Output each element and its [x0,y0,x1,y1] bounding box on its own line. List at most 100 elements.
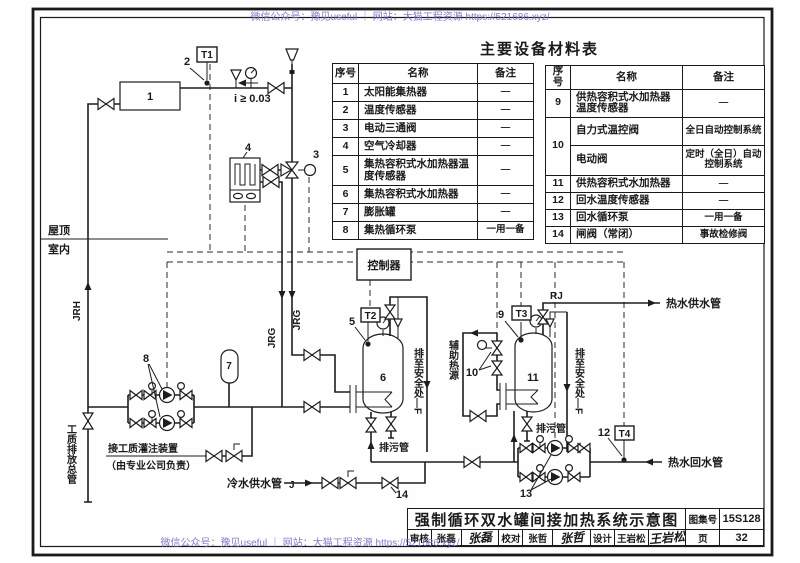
air-cooler [229,151,261,203]
pipe-tag-j: J [289,480,295,491]
sensor-box-t3 [511,305,532,321]
control-wiring [166,64,625,443]
valve [261,163,279,177]
aux-heat-label: 辅助热源 [447,339,459,381]
check-name: 张哲 [523,530,554,545]
cold-water-line [284,462,426,494]
component-number-2: 2 [184,56,190,68]
flow-arrow-down [288,291,296,299]
sensor-box-t1 [196,46,218,63]
atlas-number-value: 15S128 [720,509,763,530]
blowdown-left-label: 排污管 [379,441,409,454]
tank-11-supply-heater [499,299,660,462]
gate-valve-14 [381,476,399,490]
equipment-table-title: 主要设备材料表 [480,41,600,58]
blowdown-right-label: 排污管 [536,422,566,435]
expansion-tank [220,349,239,384]
pipe-tag-rj: RJ [550,291,563,302]
return-pump-group [517,435,591,491]
component-number-1: 1 [147,91,153,103]
valve [205,449,223,463]
component-number-5: 5 [349,316,355,328]
valve [303,348,321,362]
pipe-tag-jrh: JRH [72,301,83,321]
sensor-tag-t3: T3 [516,309,528,320]
indoor-label: 室内 [48,242,70,256]
atlas-number-label: 图集号 [686,509,721,530]
watermark-top: 微信公众号：豫见useful ｜ 网站：大猫工程资源 https://52168… [250,12,550,23]
fill-note-line2: （由专业公司负责） [106,459,196,472]
component-number-14: 14 [396,489,409,501]
valve [262,175,280,189]
check-valve [339,470,357,490]
component-number-13: 13 [520,488,532,500]
signature: 王岩松 [648,530,686,545]
review-name: 张磊 [432,530,462,545]
outer-border [31,7,774,557]
page-number: 32 [735,531,748,544]
air-vent [285,48,299,74]
table-header-row: 序号名称备注 [332,63,534,84]
hot-water-return-line [371,437,662,469]
component-number-8: 8 [143,353,149,365]
collector-loop [84,64,350,503]
valve [303,400,321,414]
component-number-4: 4 [245,142,252,154]
design-label: 设计 [591,530,615,545]
check-signature: 张哲 [553,530,591,545]
sensor-box-t4 [614,425,635,441]
design-name: 王岩松 [615,530,649,545]
watermark-bottom: 微信公众号：豫见useful ｜ 网站：大猫工程资源 https://52168… [160,538,460,549]
inner-border [39,16,765,548]
component-number-11: 11 [527,372,539,384]
three-way-valve [280,161,317,179]
safe-place-right-label: 排至安全处—F [573,347,586,414]
controller-box [356,248,412,281]
sensor-tag-t1: T1 [201,50,213,61]
hot-supply-label: 热水供水管 [666,296,721,310]
slope-label: i ≥ 0.03 [234,93,271,105]
signature: 张哲 [559,530,585,545]
component-number-6: 6 [380,372,386,384]
pipe-tag-jrg-a: JRG [267,327,278,348]
sensor-tag-t4: T4 [619,429,631,440]
component-number-7: 7 [226,361,232,372]
component-number-9: 9 [498,309,504,321]
temperature-sensor-2 [189,62,210,86]
component-number-3: 3 [313,149,319,161]
solar-collector [119,81,181,111]
flow-arrow-up [84,282,92,290]
tank-6-collector-heater [349,296,431,462]
sensor-box-t2 [360,307,381,323]
drain-valve [81,412,95,430]
review-signature: 张磊 [462,530,500,545]
hot-return-label: 热水回水管 [668,455,723,469]
controller-label: 控制器 [368,258,402,272]
collector-pump-group [127,363,195,432]
relief-valve [230,69,242,88]
check-label: 校对 [499,530,524,545]
flow-arrow-down [278,291,286,299]
sensor-tag-t2: T2 [365,311,377,322]
review-label: 审核 [408,530,432,545]
drawing-title: 强制循环双水罐间接加热系统示意图 [408,509,687,530]
signature: 张磊 [467,530,493,545]
